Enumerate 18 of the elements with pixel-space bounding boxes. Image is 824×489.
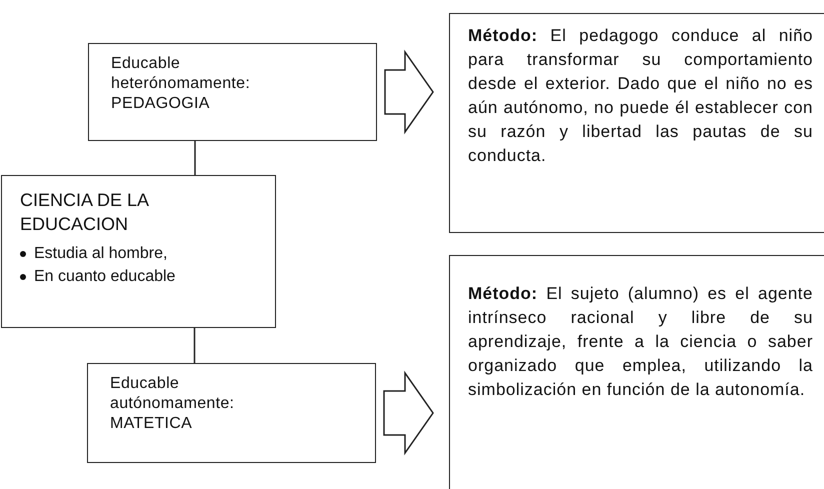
text-box: [87, 363, 376, 463]
method-text: Método: El pedagogo conduce al niño para transformar su comportamiento desde el exterior. Dado que el niño no es aún autónomo, no puede él establecer con su razón y libertad las pautas de su conducta.: [468, 25, 813, 167]
text-box: [1, 175, 276, 328]
node-title: CIENCIA DE LA EDUCACION: [20, 189, 150, 236]
block-arrow: [384, 50, 434, 134]
method-text: Método: El sujeto (alumno) es el agente intrínseco racional y libre de su aprendizaje, frente a la ciencia o saber organizado que emplea, utilizando la simbolización en función de la autonomía.: [468, 283, 813, 401]
text-box: [88, 43, 377, 141]
node-title: PEDAGOGIA: [111, 94, 211, 114]
node-title: MATETICA: [110, 414, 194, 434]
bullet-text: Estudia al hombre,: [34, 244, 168, 264]
text-box: [449, 255, 824, 489]
connector-line: [194, 141, 196, 175]
connector-line: [194, 328, 196, 363]
node-text: Educable autónomamente:: [110, 374, 236, 414]
block-arrow: [383, 370, 434, 456]
node-text: Educable heterónomamente:: [111, 54, 252, 94]
text-box: [449, 13, 824, 233]
bullet-text: En cuanto educable: [34, 267, 176, 287]
